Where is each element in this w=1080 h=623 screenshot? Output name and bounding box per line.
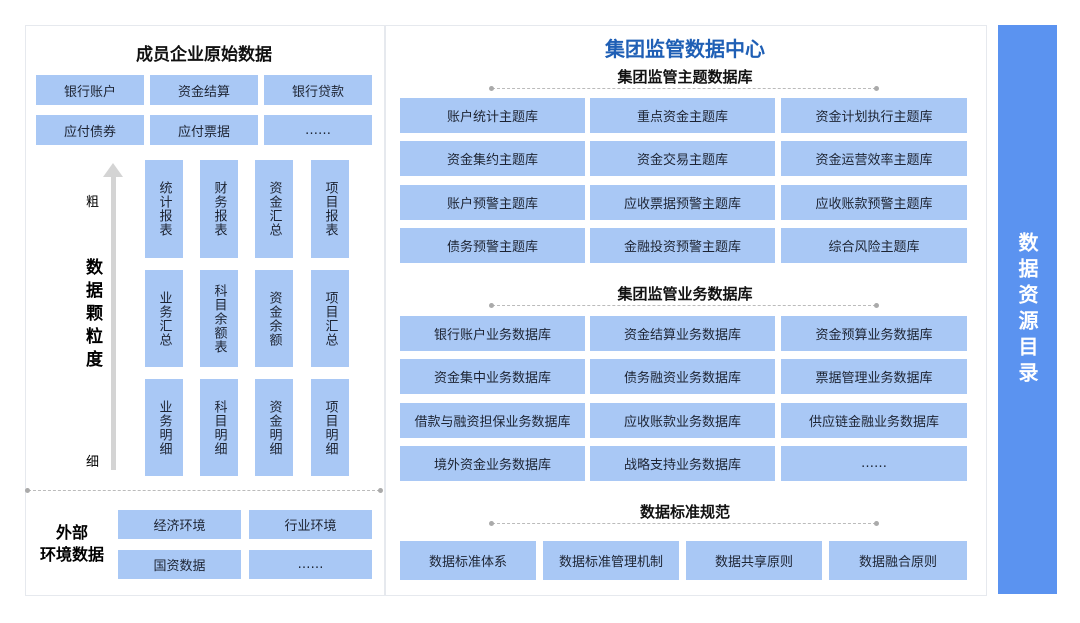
business-db-box: 供应链金融业务数据库: [781, 403, 967, 438]
theme-divider: [489, 86, 879, 91]
external-data-box: ……: [249, 550, 372, 579]
standard-box: 数据融合原则: [829, 541, 967, 580]
business-divider: [489, 303, 879, 308]
business-db-box: 应收账款业务数据库: [590, 403, 775, 438]
theme-db-box: 重点资金主题库: [590, 98, 775, 133]
external-data-box: 国资数据: [118, 550, 241, 579]
business-db-box: 资金结算业务数据库: [590, 316, 775, 351]
theme-db-box: 金融投资预警主题库: [590, 228, 775, 263]
raw-data-box: ……: [264, 115, 372, 145]
granularity-box: 科目明细: [200, 379, 238, 476]
business-db-box: 境外资金业务数据库: [400, 446, 585, 481]
raw-data-box: 应付债券: [36, 115, 144, 145]
catalog-label: 数据资源目录: [1015, 231, 1039, 388]
standard-box: 数据标准管理机制: [543, 541, 679, 580]
granularity-box: 资金汇总: [255, 160, 293, 258]
raw-data-box: 应付票据: [150, 115, 258, 145]
standard-box: 数据标准体系: [400, 541, 536, 580]
granularity-box: 项目汇总: [311, 270, 349, 367]
granularity-box: 业务汇总: [145, 270, 183, 367]
business-db-box: 借款与融资担保业务数据库: [400, 403, 585, 438]
fine-label: 细: [86, 455, 100, 470]
standard-box: 数据共享原则: [686, 541, 822, 580]
theme-db-box: 应收票据预警主题库: [590, 185, 775, 220]
granularity-box: 资金明细: [255, 379, 293, 476]
theme-db-box: 资金计划执行主题库: [781, 98, 967, 133]
standards-title: 数据标准规范: [639, 503, 730, 521]
arrow-head-icon: [103, 163, 123, 177]
business-db-box: ……: [781, 446, 967, 481]
left-divider: [25, 488, 383, 493]
granularity-label: 数据颗粒度: [82, 258, 102, 373]
granularity-arrow-icon: [111, 175, 116, 470]
granularity-box: 资金余额: [255, 270, 293, 367]
business-db-box: 银行账户业务数据库: [400, 316, 585, 351]
granularity-box: 项目报表: [311, 160, 349, 258]
granularity-box: 财务报表: [200, 160, 238, 258]
business-db-box: 资金集中业务数据库: [400, 359, 585, 394]
theme-db-box: 资金集约主题库: [400, 141, 585, 176]
business-db-box: 债务融资业务数据库: [590, 359, 775, 394]
raw-data-box: 银行贷款: [264, 75, 372, 105]
granularity-box: 业务明细: [145, 379, 183, 476]
theme-db-box: 资金交易主题库: [590, 141, 775, 176]
center-title: 集团监管数据中心: [605, 37, 765, 61]
theme-db-title: 集团监管主题数据库: [617, 68, 753, 86]
business-db-box: 票据管理业务数据库: [781, 359, 967, 394]
theme-db-box: 债务预警主题库: [400, 228, 585, 263]
theme-db-box: 应收账款预警主题库: [781, 185, 967, 220]
raw-data-box: 资金结算: [150, 75, 258, 105]
left-title: 成员企业原始数据: [136, 45, 272, 65]
raw-data-box: 银行账户: [36, 75, 144, 105]
theme-db-box: 账户统计主题库: [400, 98, 585, 133]
theme-db-box: 综合风险主题库: [781, 228, 967, 263]
theme-db-box: 账户预警主题库: [400, 185, 585, 220]
granularity-box: 项目明细: [311, 379, 349, 476]
theme-db-box: 资金运营效率主题库: [781, 141, 967, 176]
granularity-box: 统计报表: [145, 160, 183, 258]
external-data-box: 经济环境: [118, 510, 241, 539]
granularity-box: 科目余额表: [200, 270, 238, 367]
business-db-box: 战略支持业务数据库: [590, 446, 775, 481]
business-db-title: 集团监管业务数据库: [617, 285, 753, 303]
coarse-label: 粗: [86, 195, 100, 210]
data-resource-catalog: 数据资源目录: [998, 25, 1057, 594]
external-label: 外部环境数据: [39, 523, 104, 564]
external-data-box: 行业环境: [249, 510, 372, 539]
business-db-box: 资金预算业务数据库: [781, 316, 967, 351]
standards-divider: [489, 521, 879, 526]
